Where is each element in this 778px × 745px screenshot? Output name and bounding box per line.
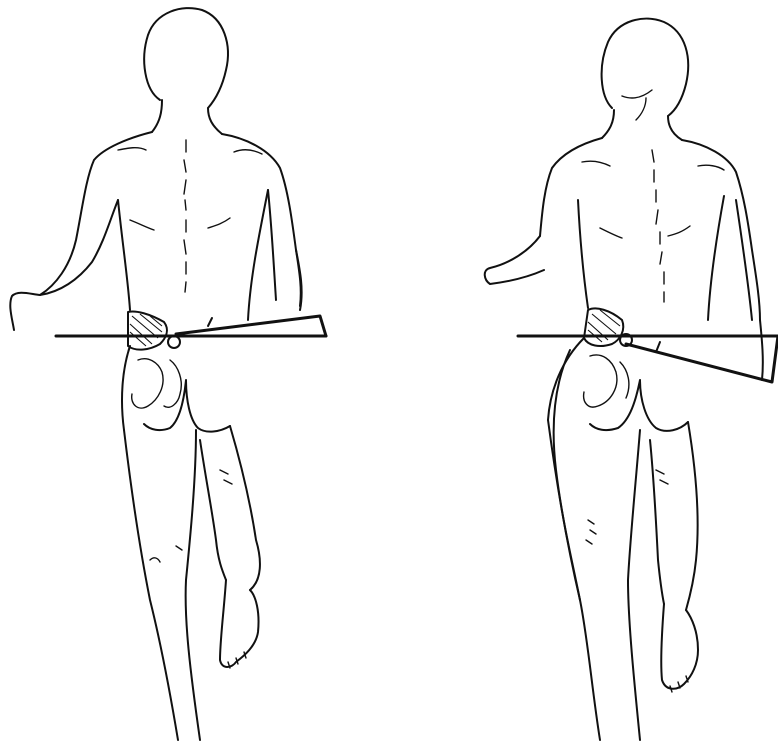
torso-right (540, 138, 760, 320)
arm-left-raised (10, 200, 118, 330)
leg-stance-right (548, 420, 640, 740)
gluteus-medius-right (584, 308, 623, 346)
head-right (602, 19, 689, 116)
spine-right (652, 150, 664, 302)
foot-swing-right (661, 604, 698, 689)
hair-right (622, 90, 652, 120)
foot-swing-left (220, 580, 259, 667)
leg-swing-right (650, 422, 698, 610)
scapula-marks-left (118, 148, 262, 230)
head-left (144, 8, 228, 108)
leg-stance-left (124, 430, 200, 740)
waist-right (578, 196, 724, 320)
leg-swing-left (200, 426, 260, 590)
spine-left (184, 140, 186, 292)
hip-joint-left (168, 336, 180, 348)
waist-left (118, 190, 268, 320)
arm-raised-right (485, 236, 544, 284)
tilt-indicator-right (626, 336, 778, 382)
arm-right-hanging (268, 190, 302, 310)
tilt-indicator-left (176, 316, 326, 336)
tilt-marker-left (208, 318, 212, 326)
figure-left (10, 8, 326, 740)
figure-right (485, 19, 778, 740)
pelvis-bone-right (584, 355, 629, 407)
scapula-marks-right (582, 161, 724, 238)
buttocks-left (122, 346, 230, 432)
pelvis-bone-left (132, 359, 182, 408)
thigh-contour-right (554, 350, 580, 600)
tilt-marker-right (656, 342, 660, 352)
